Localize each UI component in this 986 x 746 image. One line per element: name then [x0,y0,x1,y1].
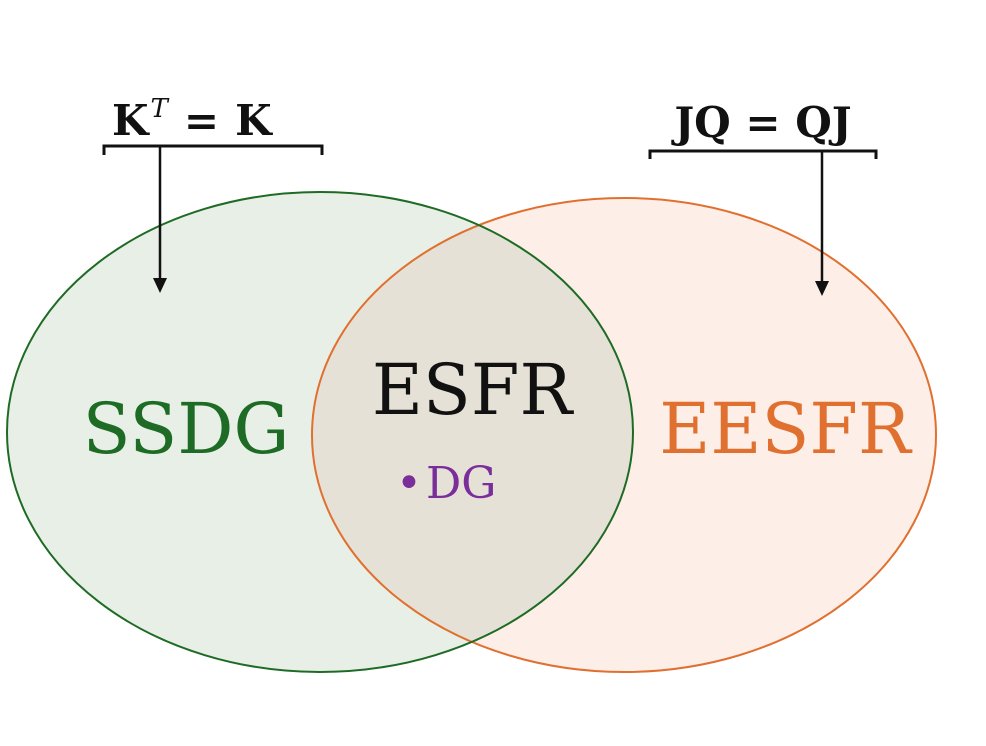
right-condition-bracket [648,149,878,159]
right-condition-formula: JQ = QJ [670,98,851,147]
right-arrow-head [815,281,829,296]
intersection-member: •DG [396,458,496,509]
right-set-outline [311,197,937,673]
left-set-label: SSDG [83,388,290,470]
member-label: DG [426,458,496,509]
member-bullet: • [396,458,422,509]
left-set-outline [6,191,634,673]
intersection-region [312,198,633,672]
left-condition-superscript: T [151,94,170,124]
left-condition-base: K [112,96,150,145]
left-arrow-head [153,278,167,293]
left-condition-bracket [102,144,324,155]
left-condition-rhs: K [235,96,273,145]
left-condition-formula: KT=K [112,94,273,145]
intersection-label: ESFR [372,349,575,431]
left-condition-equals: = [184,96,219,145]
right-set-label: EESFR [659,388,913,470]
